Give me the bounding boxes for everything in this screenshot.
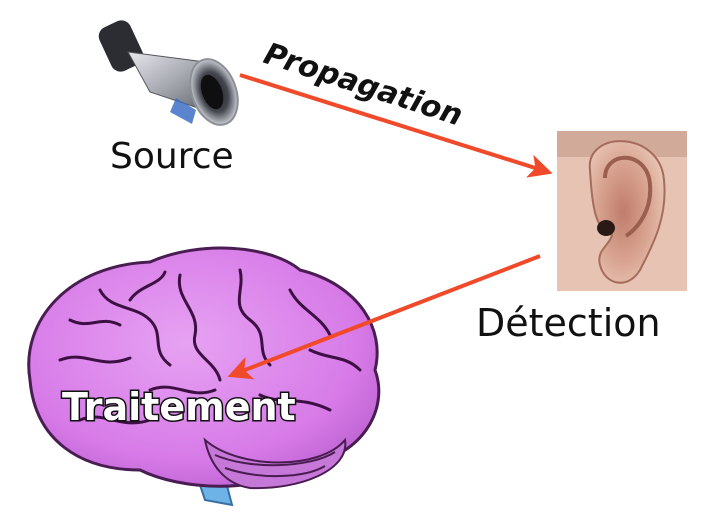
traitement-label: Traitement [62, 385, 296, 429]
propagation-label: Propagation [260, 36, 467, 133]
horn-icon [95, 17, 246, 131]
source-label: Source [110, 136, 234, 177]
ear-icon [557, 131, 687, 291]
detection-label: Détection [476, 301, 661, 345]
brain-icon [29, 248, 379, 505]
